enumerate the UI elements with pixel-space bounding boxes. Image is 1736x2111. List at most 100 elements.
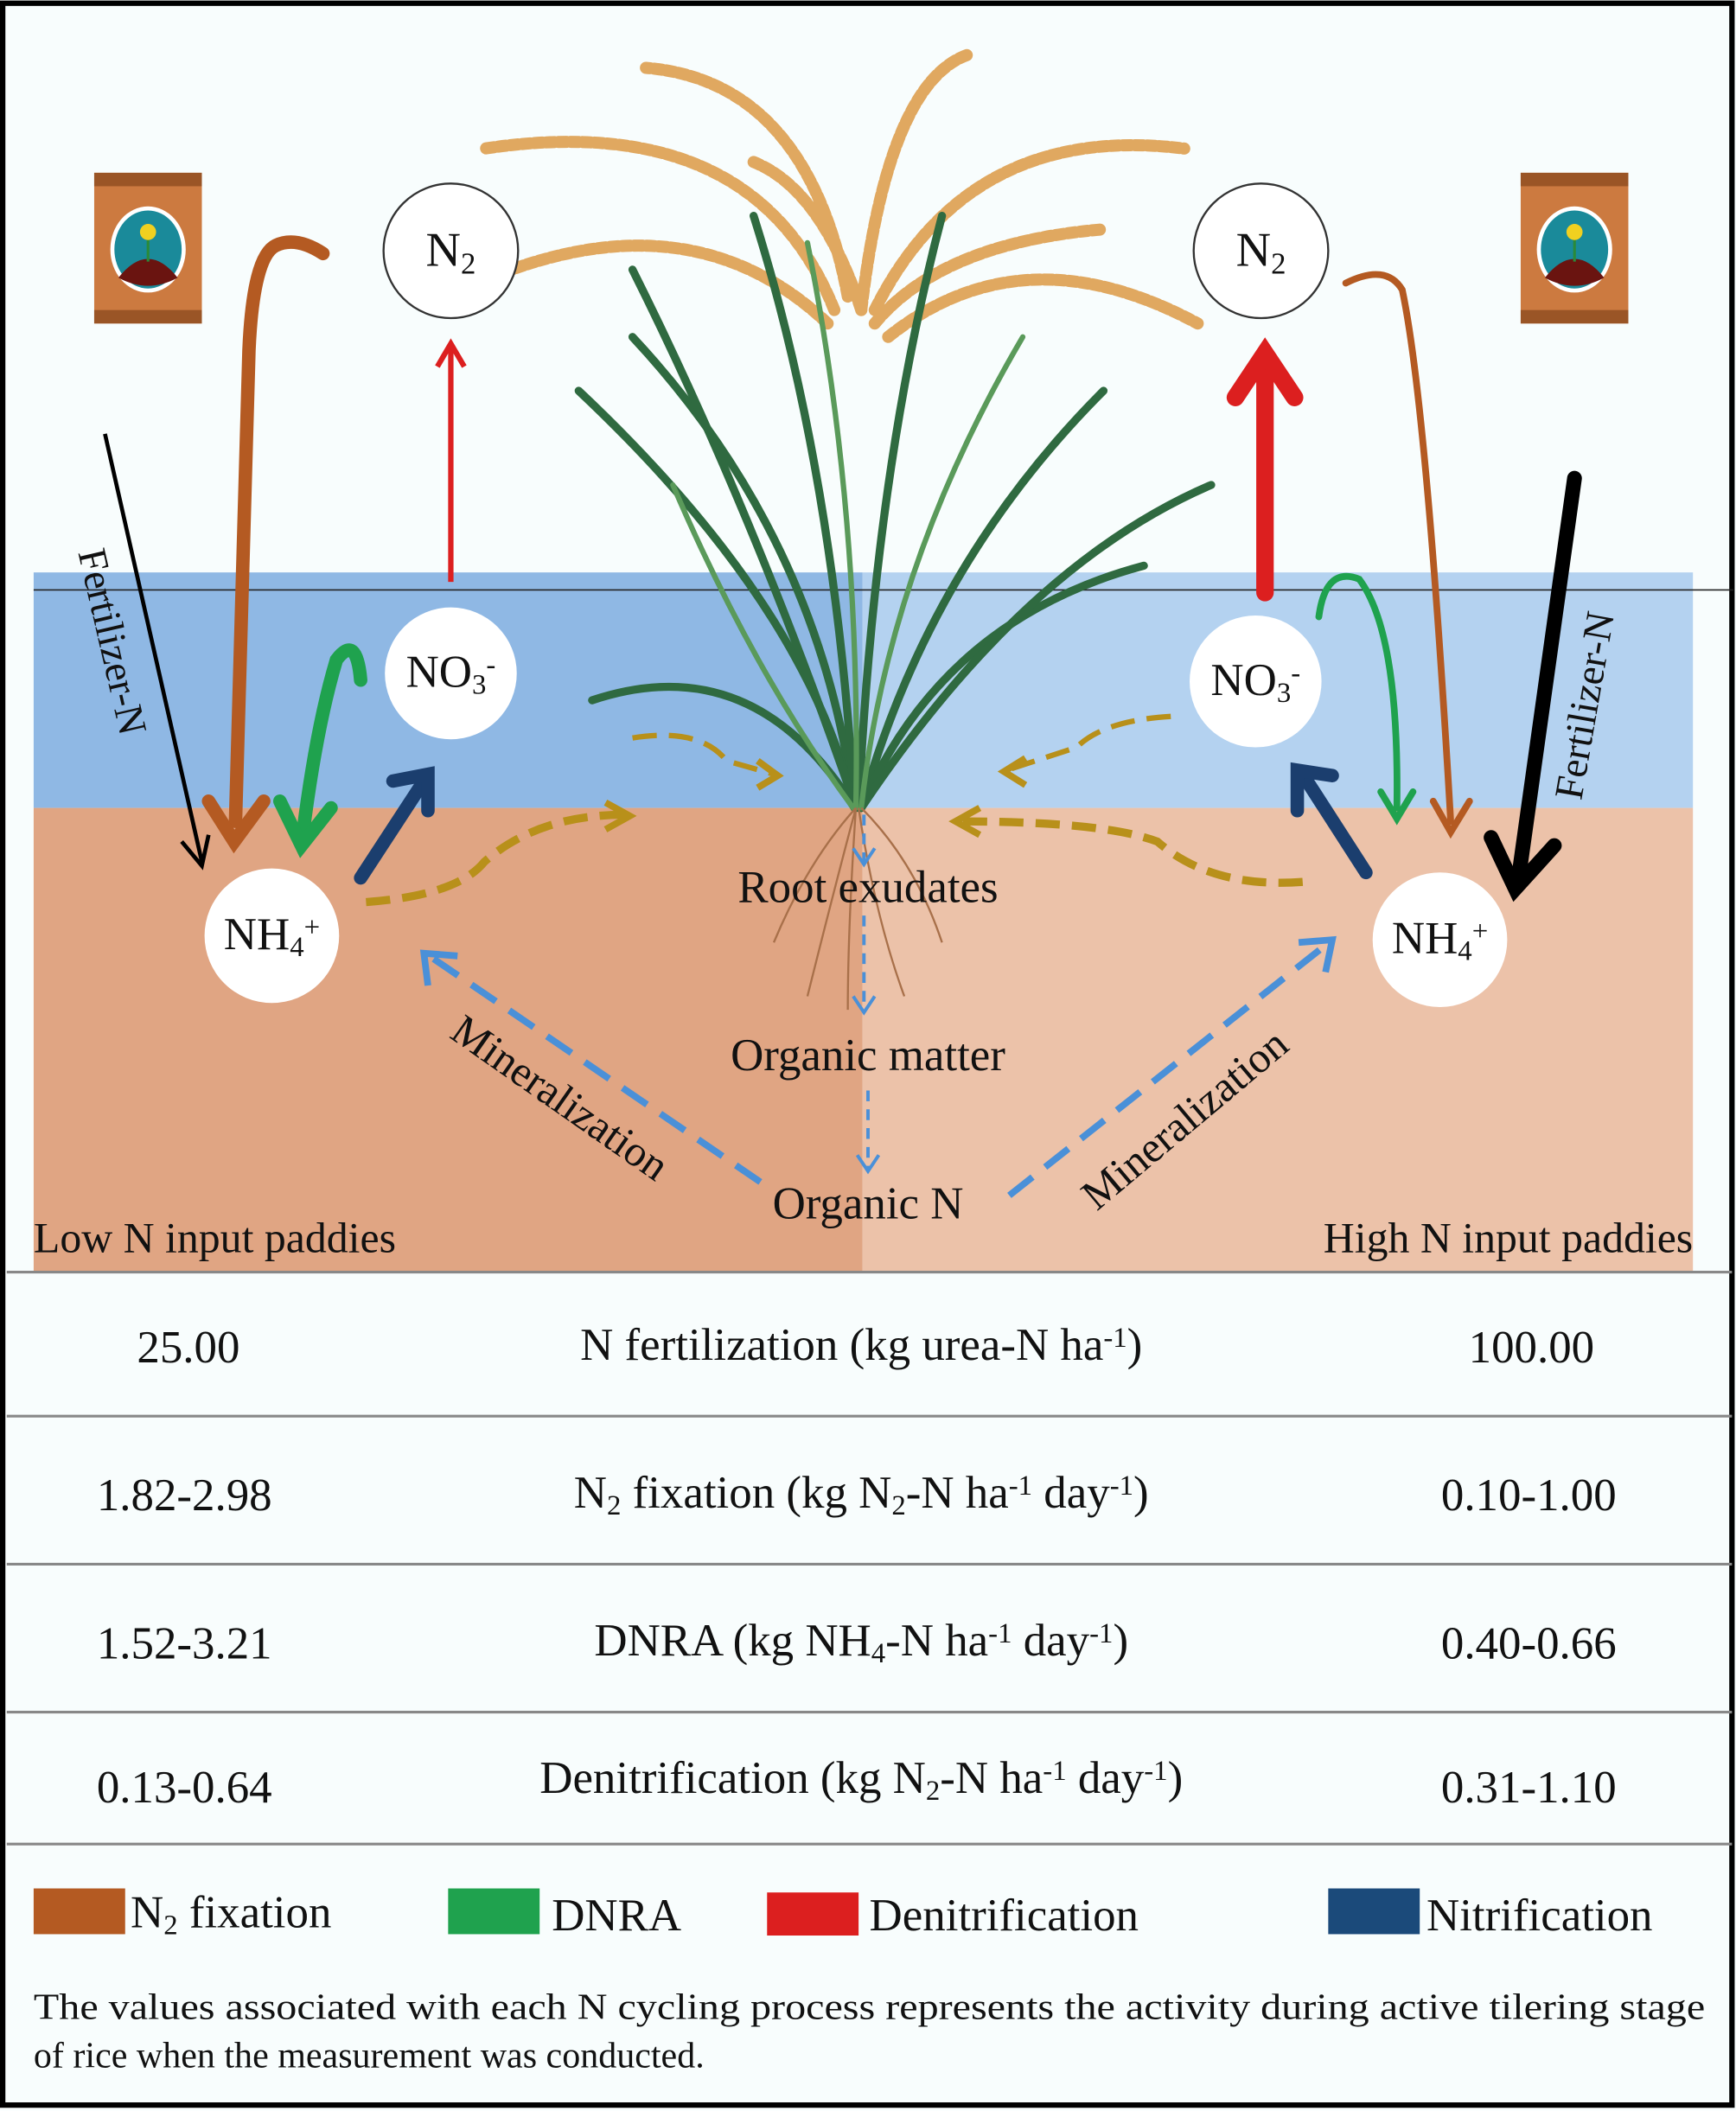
- nh4-label-right: NH4+: [1392, 914, 1488, 967]
- high-n-value: 0.31-1.10: [1441, 1763, 1617, 1813]
- text-segment: DNRA: [552, 1891, 681, 1941]
- text-segment: DNRA (kg NH: [594, 1616, 871, 1666]
- text-segment: NH: [224, 909, 290, 960]
- no3-label-left: NO3-: [406, 647, 496, 700]
- subscript: 2: [461, 246, 475, 280]
- row-label: Denitrification (kg N2-N ha-1 day-1): [539, 1753, 1183, 1807]
- dnra-arrow-right: [1315, 572, 1417, 826]
- text-segment: N fertilization (kg urea-N ha: [580, 1320, 1103, 1370]
- denitrification-arrow-left: [435, 338, 467, 583]
- text-segment: ): [1113, 1616, 1128, 1666]
- table-row: 25.00 N fertilization (kg urea-N ha-1) 1…: [137, 1320, 1594, 1373]
- text-segment: Denitrification: [870, 1891, 1139, 1941]
- subscript: 3: [472, 670, 486, 701]
- rice-plant-illustration: [478, 48, 1216, 1011]
- low-n-paddies-label: Low N input paddies: [34, 1214, 396, 1261]
- legend-swatch-dnra: [448, 1888, 540, 1935]
- text-segment: day: [1032, 1468, 1110, 1518]
- nitrification-arrow-left: [354, 766, 435, 885]
- fertilizer-n-arrow-right: [1484, 470, 1582, 902]
- superscript: -1: [988, 1618, 1012, 1649]
- text-segment: N: [574, 1468, 607, 1518]
- superscript: -1: [1009, 1470, 1032, 1502]
- n2-node-left: [382, 182, 520, 320]
- text-segment: day: [1012, 1616, 1089, 1666]
- rates-table: [6, 1271, 1733, 1846]
- no3-label-right: NO3-: [1210, 655, 1300, 709]
- fertilizer-n-arrow-left: [103, 433, 211, 871]
- row-label: N fertilization (kg urea-N ha-1): [580, 1320, 1142, 1370]
- text-segment: NO: [406, 647, 472, 697]
- text-segment: -N ha: [940, 1753, 1043, 1803]
- legend: N2 fixation DNRA Denitrification Nitrifi…: [33, 1888, 1653, 1942]
- subscript: 2: [607, 1490, 621, 1521]
- low-n-value: 0.13-0.64: [97, 1763, 272, 1813]
- superscript: -1: [1144, 1756, 1167, 1787]
- organic-flow-arrows: [862, 814, 870, 1169]
- low-n-value: 1.52-3.21: [97, 1618, 272, 1668]
- subscript: 2: [1271, 246, 1286, 280]
- low-n-value: 1.82-2.98: [97, 1470, 272, 1521]
- fertilizer-bag-icon: [93, 172, 202, 324]
- text-segment: -N ha: [885, 1616, 988, 1666]
- text-segment: Nitrification: [1426, 1891, 1653, 1941]
- text-segment: N: [1236, 223, 1271, 277]
- nh4-label-left: NH4+: [224, 909, 320, 963]
- no3-node-right: [1190, 615, 1322, 748]
- nh4-node-right: [1372, 872, 1508, 1007]
- text-segment: N: [131, 1888, 163, 1938]
- superscript: +: [1472, 916, 1489, 947]
- text-segment: N: [426, 223, 461, 277]
- legend-swatch-n2-fixation: [33, 1888, 125, 1935]
- text-segment: Denitrification (kg N: [539, 1753, 926, 1803]
- root-exudates-label: Root exudates: [737, 863, 998, 913]
- text-segment: NH: [1392, 914, 1458, 964]
- nitrification-arrow-right: [1290, 762, 1373, 880]
- text-segment: ): [1133, 1468, 1149, 1518]
- high-n-value: 0.40-0.66: [1441, 1618, 1617, 1668]
- n2-fixation-arrow-right: [1342, 271, 1473, 839]
- table-row: 0.13-0.64 Denitrification (kg N2-N ha-1 …: [97, 1753, 1617, 1813]
- low-n-value: 25.00: [137, 1323, 239, 1373]
- fertilizer-bag-icon: [1520, 172, 1629, 324]
- legend-swatch-denitrification: [767, 1892, 859, 1936]
- dnra-arrow-left: [272, 643, 367, 858]
- text-segment: ): [1127, 1320, 1143, 1370]
- subscript: 4: [290, 932, 303, 963]
- high-n-paddies-label: High N input paddies: [1324, 1214, 1693, 1261]
- legend-label-nitrification: Nitrification: [1426, 1891, 1653, 1941]
- subscript: 4: [871, 1638, 885, 1669]
- row-label: N2 fixation (kg N2-N ha-1 day-1): [574, 1468, 1149, 1521]
- text-segment: fixation: [178, 1888, 332, 1938]
- subscript: 4: [1458, 936, 1471, 967]
- subscript: 3: [1277, 678, 1291, 709]
- caption-line-1: The values associated with each N cyclin…: [34, 1988, 1705, 2028]
- legend-label-denitrification: Denitrification: [870, 1891, 1139, 1941]
- superscript: +: [304, 912, 321, 943]
- root-exudate-arrowheads: [603, 755, 1028, 839]
- mineralization-arrows: [431, 942, 1328, 1198]
- subscript: 2: [926, 1776, 940, 1807]
- superscript: -1: [1043, 1756, 1066, 1787]
- n2-label-left: N2: [426, 223, 476, 280]
- legend-label-dnra: DNRA: [552, 1891, 681, 1941]
- nh4-node-left: [204, 868, 340, 1004]
- table-row: 1.82-2.98 N2 fixation (kg N2-N ha-1 day-…: [97, 1468, 1617, 1521]
- superscript: -1: [1103, 1323, 1126, 1354]
- n2-node-right: [1192, 182, 1330, 320]
- high-n-value: 100.00: [1469, 1323, 1595, 1373]
- n2-label-right: N2: [1236, 223, 1286, 280]
- subscript: 2: [891, 1490, 905, 1521]
- legend-label-n2-fixation: N2 fixation: [131, 1888, 331, 1942]
- superscript: -: [1291, 658, 1300, 689]
- root-exudate-arrows: [366, 713, 1304, 907]
- superscript: -: [486, 650, 495, 681]
- text-segment: day: [1067, 1753, 1145, 1803]
- n2-fixation-arrow-left: [201, 235, 330, 854]
- text-segment: NO: [1210, 655, 1276, 705]
- text-segment: fixation (kg N: [621, 1468, 891, 1518]
- no3-node-left: [385, 607, 517, 740]
- denitrification-arrow-right: [1226, 337, 1304, 602]
